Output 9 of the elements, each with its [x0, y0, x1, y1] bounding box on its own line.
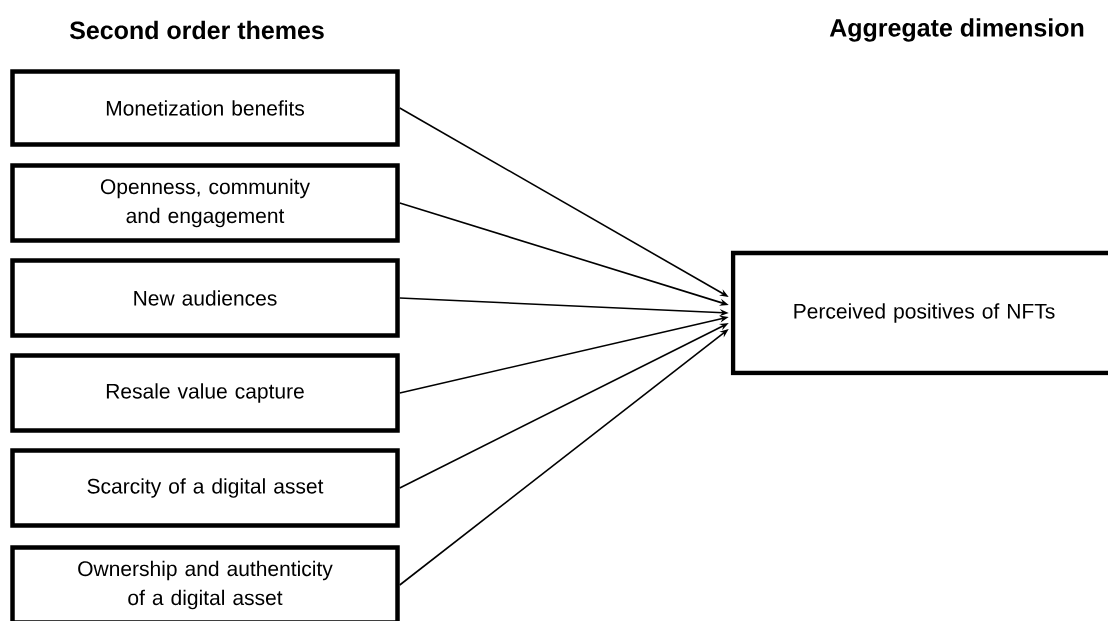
theme-box: Ownership and authenticity of a digital asset — [10, 545, 400, 621]
theme-box: Monetization benefits — [10, 69, 400, 147]
column-heading: Second order themes — [69, 20, 324, 40]
theme-box: Openness, community and engagement — [10, 163, 400, 243]
theme-box: Scarcity of a digital asset — [10, 448, 400, 528]
theme-box: New audiences — [10, 258, 400, 338]
theme-box: Resale value capture — [10, 353, 400, 433]
theme-box: Perceived positives of NFTs — [730, 250, 1108, 376]
column-heading: Aggregate dimension — [829, 18, 1084, 42]
